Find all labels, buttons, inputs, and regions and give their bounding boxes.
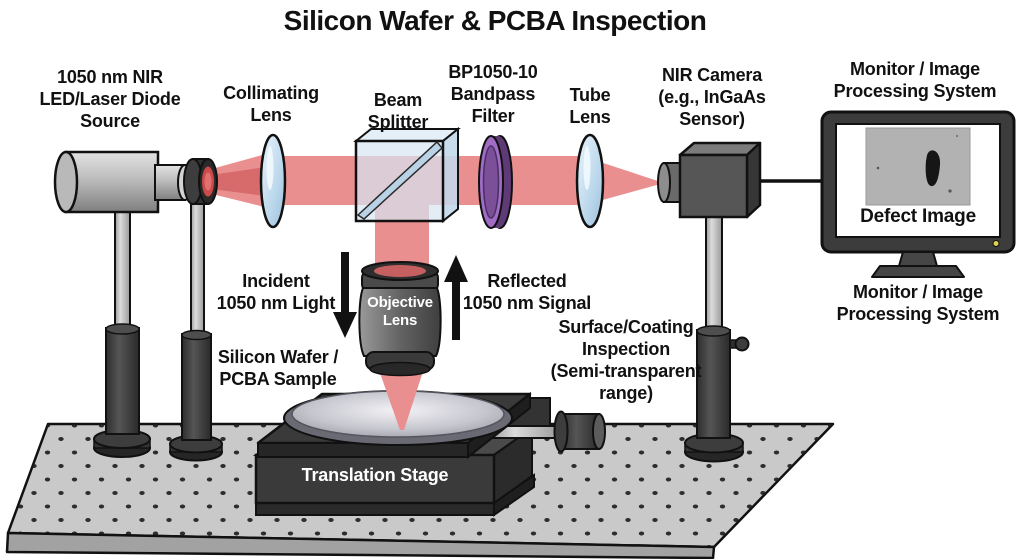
label-surface-inspection: Surface/Coating Inspection (Semi-transpa… — [550, 317, 702, 403]
label-tube-lens: Tube Lens — [569, 85, 611, 127]
defect-blob — [925, 150, 941, 187]
label-collimating-lens: Collimating Lens — [223, 83, 319, 125]
label-sample: Silicon Wafer / PCBA Sample — [217, 347, 339, 389]
label-source: 1050 nm NIR LED/Laser Diode Source — [39, 67, 181, 131]
beam-splitter-cube — [353, 126, 461, 224]
label-objective-lens: Objective Lens — [367, 294, 433, 329]
label-nir-camera: NIR Camera (e.g., InGaAs Sensor) — [658, 65, 766, 129]
defect-image-screen — [865, 127, 971, 206]
source-post — [93, 207, 151, 458]
up-arrow-icon — [444, 255, 468, 340]
label-incident-light: Incident 1050 nm Light — [216, 271, 336, 313]
laser-source — [53, 150, 193, 214]
label-bandpass-filter: BP1050-10 Bandpass Filter — [448, 62, 538, 126]
label-monitor-top: Monitor / Image Processing System — [833, 59, 997, 101]
label-monitor-bottom: Monitor / Image Processing System — [836, 282, 1000, 324]
aperture-post — [169, 199, 223, 462]
label-beam-splitter: Beam Splitter — [367, 90, 429, 132]
camera-post — [684, 216, 750, 463]
nir-camera — [657, 141, 762, 219]
label-defect-image: Defect Image — [860, 206, 976, 227]
objective-lens — [358, 261, 442, 377]
tube-lens — [575, 133, 605, 229]
monitor — [820, 110, 1016, 278]
label-reflected-signal: Reflected 1050 nm Signal — [462, 271, 592, 313]
collimating-lens — [259, 133, 287, 229]
power-led-icon — [992, 240, 1000, 247]
bandpass-filter — [478, 135, 513, 229]
down-arrow-icon — [333, 252, 357, 338]
monitor-stand — [871, 251, 965, 278]
label-translation-stage: Translation Stage — [301, 465, 449, 485]
diagram-title: Silicon Wafer & PCBA Inspection — [283, 5, 707, 36]
translation-stage — [252, 390, 606, 517]
aperture-iris — [183, 158, 218, 205]
